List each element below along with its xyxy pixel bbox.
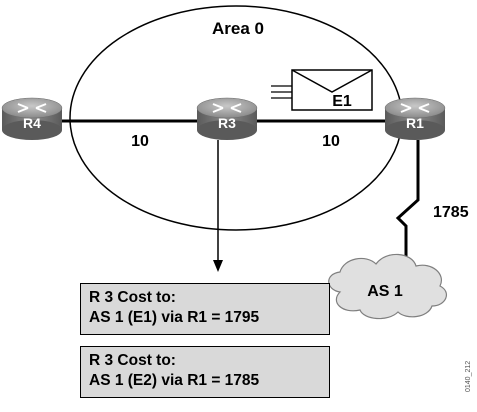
router-label: R4 [23, 115, 41, 131]
route-arrow-head-icon [213, 260, 223, 272]
router-r3: R3 [196, 97, 258, 140]
figure-id: 0140_212 [465, 361, 472, 392]
router-r1: R1 [384, 97, 446, 140]
cost-box-heading: R 3 Cost to: [89, 289, 176, 306]
link-cost-r1-as1: 1785 [433, 204, 469, 221]
lsa-label: E1 [332, 93, 352, 110]
as-cloud-label: AS 1 [367, 283, 403, 300]
router-arrows-icon [17, 103, 47, 113]
cost-box-e1: R 3 Cost to: AS 1 (E1) via R1 = 1795 [80, 283, 330, 335]
router-arrows-icon [212, 103, 242, 113]
lsa-envelope-icon [271, 69, 373, 111]
cost-box-e2: R 3 Cost to: AS 1 (E2) via R1 = 1785 [80, 346, 330, 398]
router-arrows-icon [400, 103, 430, 113]
cost-box-value: AS 1 (E2) via R1 = 1785 [89, 372, 260, 389]
link-cost-r3-r1: 10 [322, 133, 340, 150]
router-label: R1 [406, 115, 424, 131]
area-label: Area 0 [212, 19, 264, 38]
link-cost-r4-r3: 10 [131, 133, 149, 150]
cost-box-heading: R 3 Cost to: [89, 352, 176, 369]
serial-link-r1-as1 [395, 140, 420, 268]
cost-box-value: AS 1 (E1) via R1 = 1795 [89, 309, 260, 326]
router-label: R3 [218, 115, 236, 131]
as-cloud-icon [328, 253, 448, 320]
router-r4: R4 [1, 97, 63, 140]
